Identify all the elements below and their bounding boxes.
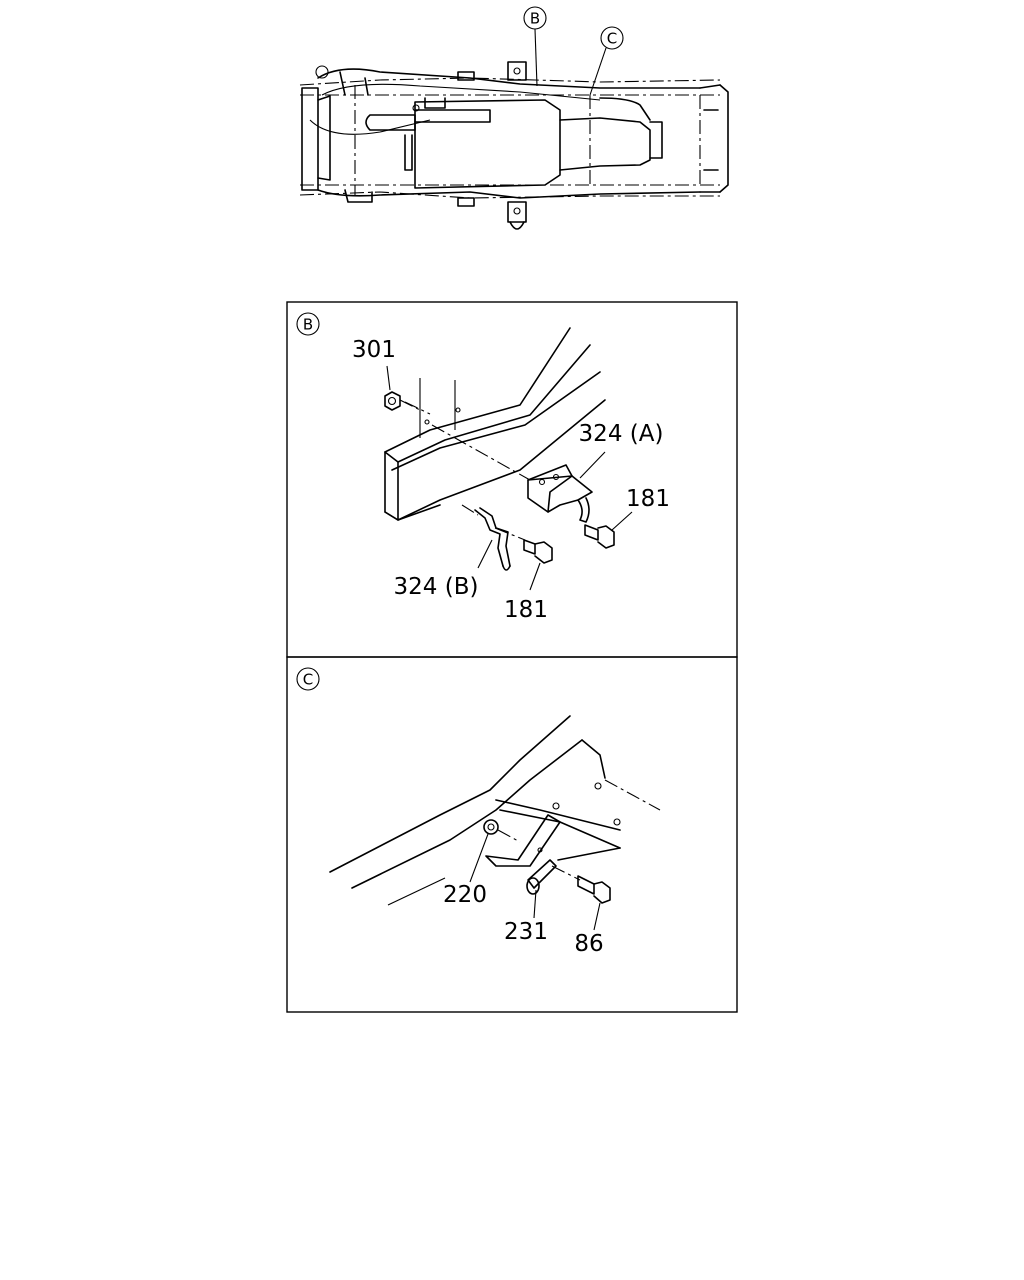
callout-b: B: [523, 6, 547, 87]
label-301: 301: [352, 337, 396, 363]
label-220: 220: [443, 882, 487, 908]
panel-c: C 220 231 86: [286, 656, 738, 1013]
label-324b: 324 (B): [394, 574, 479, 600]
chassis-overview: [299, 61, 729, 230]
label-86: 86: [574, 931, 603, 957]
label-324a: 324 (A): [579, 421, 664, 447]
callout-c: C: [589, 26, 624, 96]
callout-b-letter: B: [530, 10, 540, 28]
label-181-bottom: 181: [504, 597, 548, 623]
label-181-right: 181: [626, 486, 670, 512]
panel-c-frame: [286, 656, 738, 1013]
callout-c-letter: C: [607, 30, 617, 48]
label-231: 231: [504, 919, 548, 945]
panel-b: B: [286, 301, 738, 658]
panel-b-marker: B: [303, 316, 313, 334]
panel-c-marker: C: [303, 671, 313, 689]
